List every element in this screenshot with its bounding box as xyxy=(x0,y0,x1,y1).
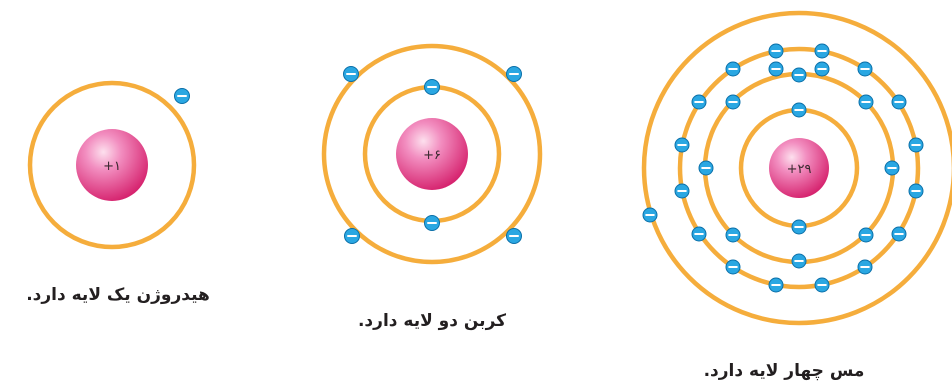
copper-atom: +۲۹ xyxy=(641,10,952,381)
electron xyxy=(691,226,707,242)
electron xyxy=(814,61,830,77)
hydrogen-nucleus xyxy=(76,129,148,201)
electron xyxy=(814,43,830,59)
electron xyxy=(791,102,807,118)
electron xyxy=(725,61,741,77)
electron xyxy=(791,219,807,235)
carbon-nucleus xyxy=(396,118,468,190)
electron xyxy=(814,277,830,293)
electron xyxy=(424,215,440,231)
electron xyxy=(506,228,522,244)
electron xyxy=(725,227,741,243)
copper-caption: مس چهار لایه دارد. xyxy=(704,361,865,381)
electron xyxy=(908,183,924,199)
copper-shell-3 xyxy=(677,46,921,290)
hydrogen-shell-1 xyxy=(27,80,197,250)
electron xyxy=(791,67,807,83)
copper-nucleus xyxy=(769,138,829,198)
electron xyxy=(674,183,690,199)
carbon-caption: کربن دو لایه دارد. xyxy=(358,311,506,331)
electron xyxy=(424,79,440,95)
electron xyxy=(691,94,707,110)
carbon-charge: +۶ xyxy=(423,148,441,163)
electron xyxy=(698,160,714,176)
electron xyxy=(884,160,900,176)
electron xyxy=(506,66,522,82)
electron xyxy=(891,94,907,110)
copper-electrons xyxy=(642,43,924,293)
electron xyxy=(891,226,907,242)
copper-shell-4 xyxy=(641,10,952,326)
electron xyxy=(858,227,874,243)
electron xyxy=(857,259,873,275)
electron xyxy=(174,88,190,104)
electron xyxy=(768,61,784,77)
carbon-electrons xyxy=(343,66,522,244)
carbon-atom: +۶ کربن دو لایه دارد. xyxy=(321,43,543,331)
electron xyxy=(343,66,359,82)
hydrogen-atom: +۱ هیدروژن یک لایه دارد. xyxy=(26,80,210,305)
electron xyxy=(674,137,690,153)
electron xyxy=(725,94,741,110)
electron xyxy=(791,253,807,269)
electron xyxy=(908,137,924,153)
copper-charge: +۲۹ xyxy=(787,162,812,177)
carbon-shell-2 xyxy=(321,43,543,265)
hydrogen-electrons xyxy=(174,88,190,104)
electron xyxy=(857,61,873,77)
electron xyxy=(344,228,360,244)
electron xyxy=(642,207,658,223)
electron xyxy=(725,259,741,275)
hydrogen-caption: هیدروژن یک لایه دارد. xyxy=(26,285,210,305)
electron xyxy=(768,43,784,59)
hydrogen-charge: +۱ xyxy=(103,159,121,174)
electron xyxy=(768,277,784,293)
electron xyxy=(858,94,874,110)
